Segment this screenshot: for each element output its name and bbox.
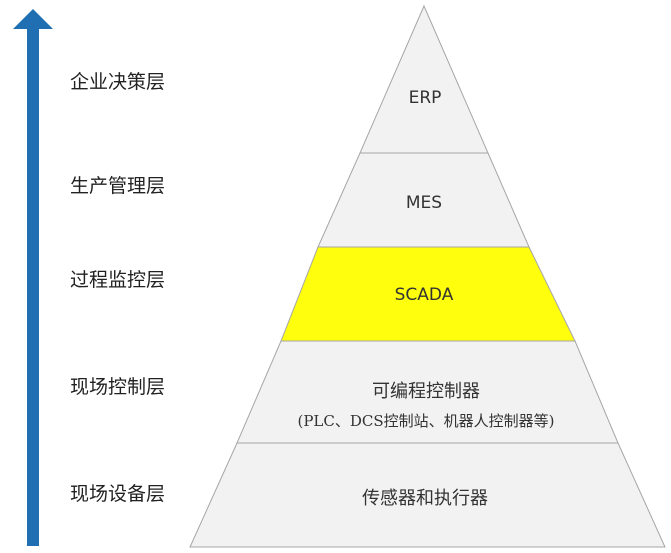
tier-mes-label: MES [406,193,442,213]
upward-arrow-icon [13,9,53,546]
tier-erp [359,4,489,154]
layer-label-devices: 现场设备层 [70,483,165,505]
layer-label-decision: 企业决策层 [70,71,165,93]
layer-label-monitoring: 过程监控层 [70,269,165,291]
tier-field-devices [189,442,666,548]
pyramid [189,4,666,548]
tier-plc-sublabel: (PLC、DCS控制站、机器人控制器等) [297,412,554,430]
tier-plc-label: 可编程控制器 [372,381,480,402]
tier-erp-label: ERP [409,88,442,108]
layer-label-control: 现场控制层 [70,376,165,398]
tier-scada-label: SCADA [395,285,454,305]
tier-field-devices-label: 传感器和执行器 [362,488,488,509]
layer-label-management: 生产管理层 [70,175,165,197]
